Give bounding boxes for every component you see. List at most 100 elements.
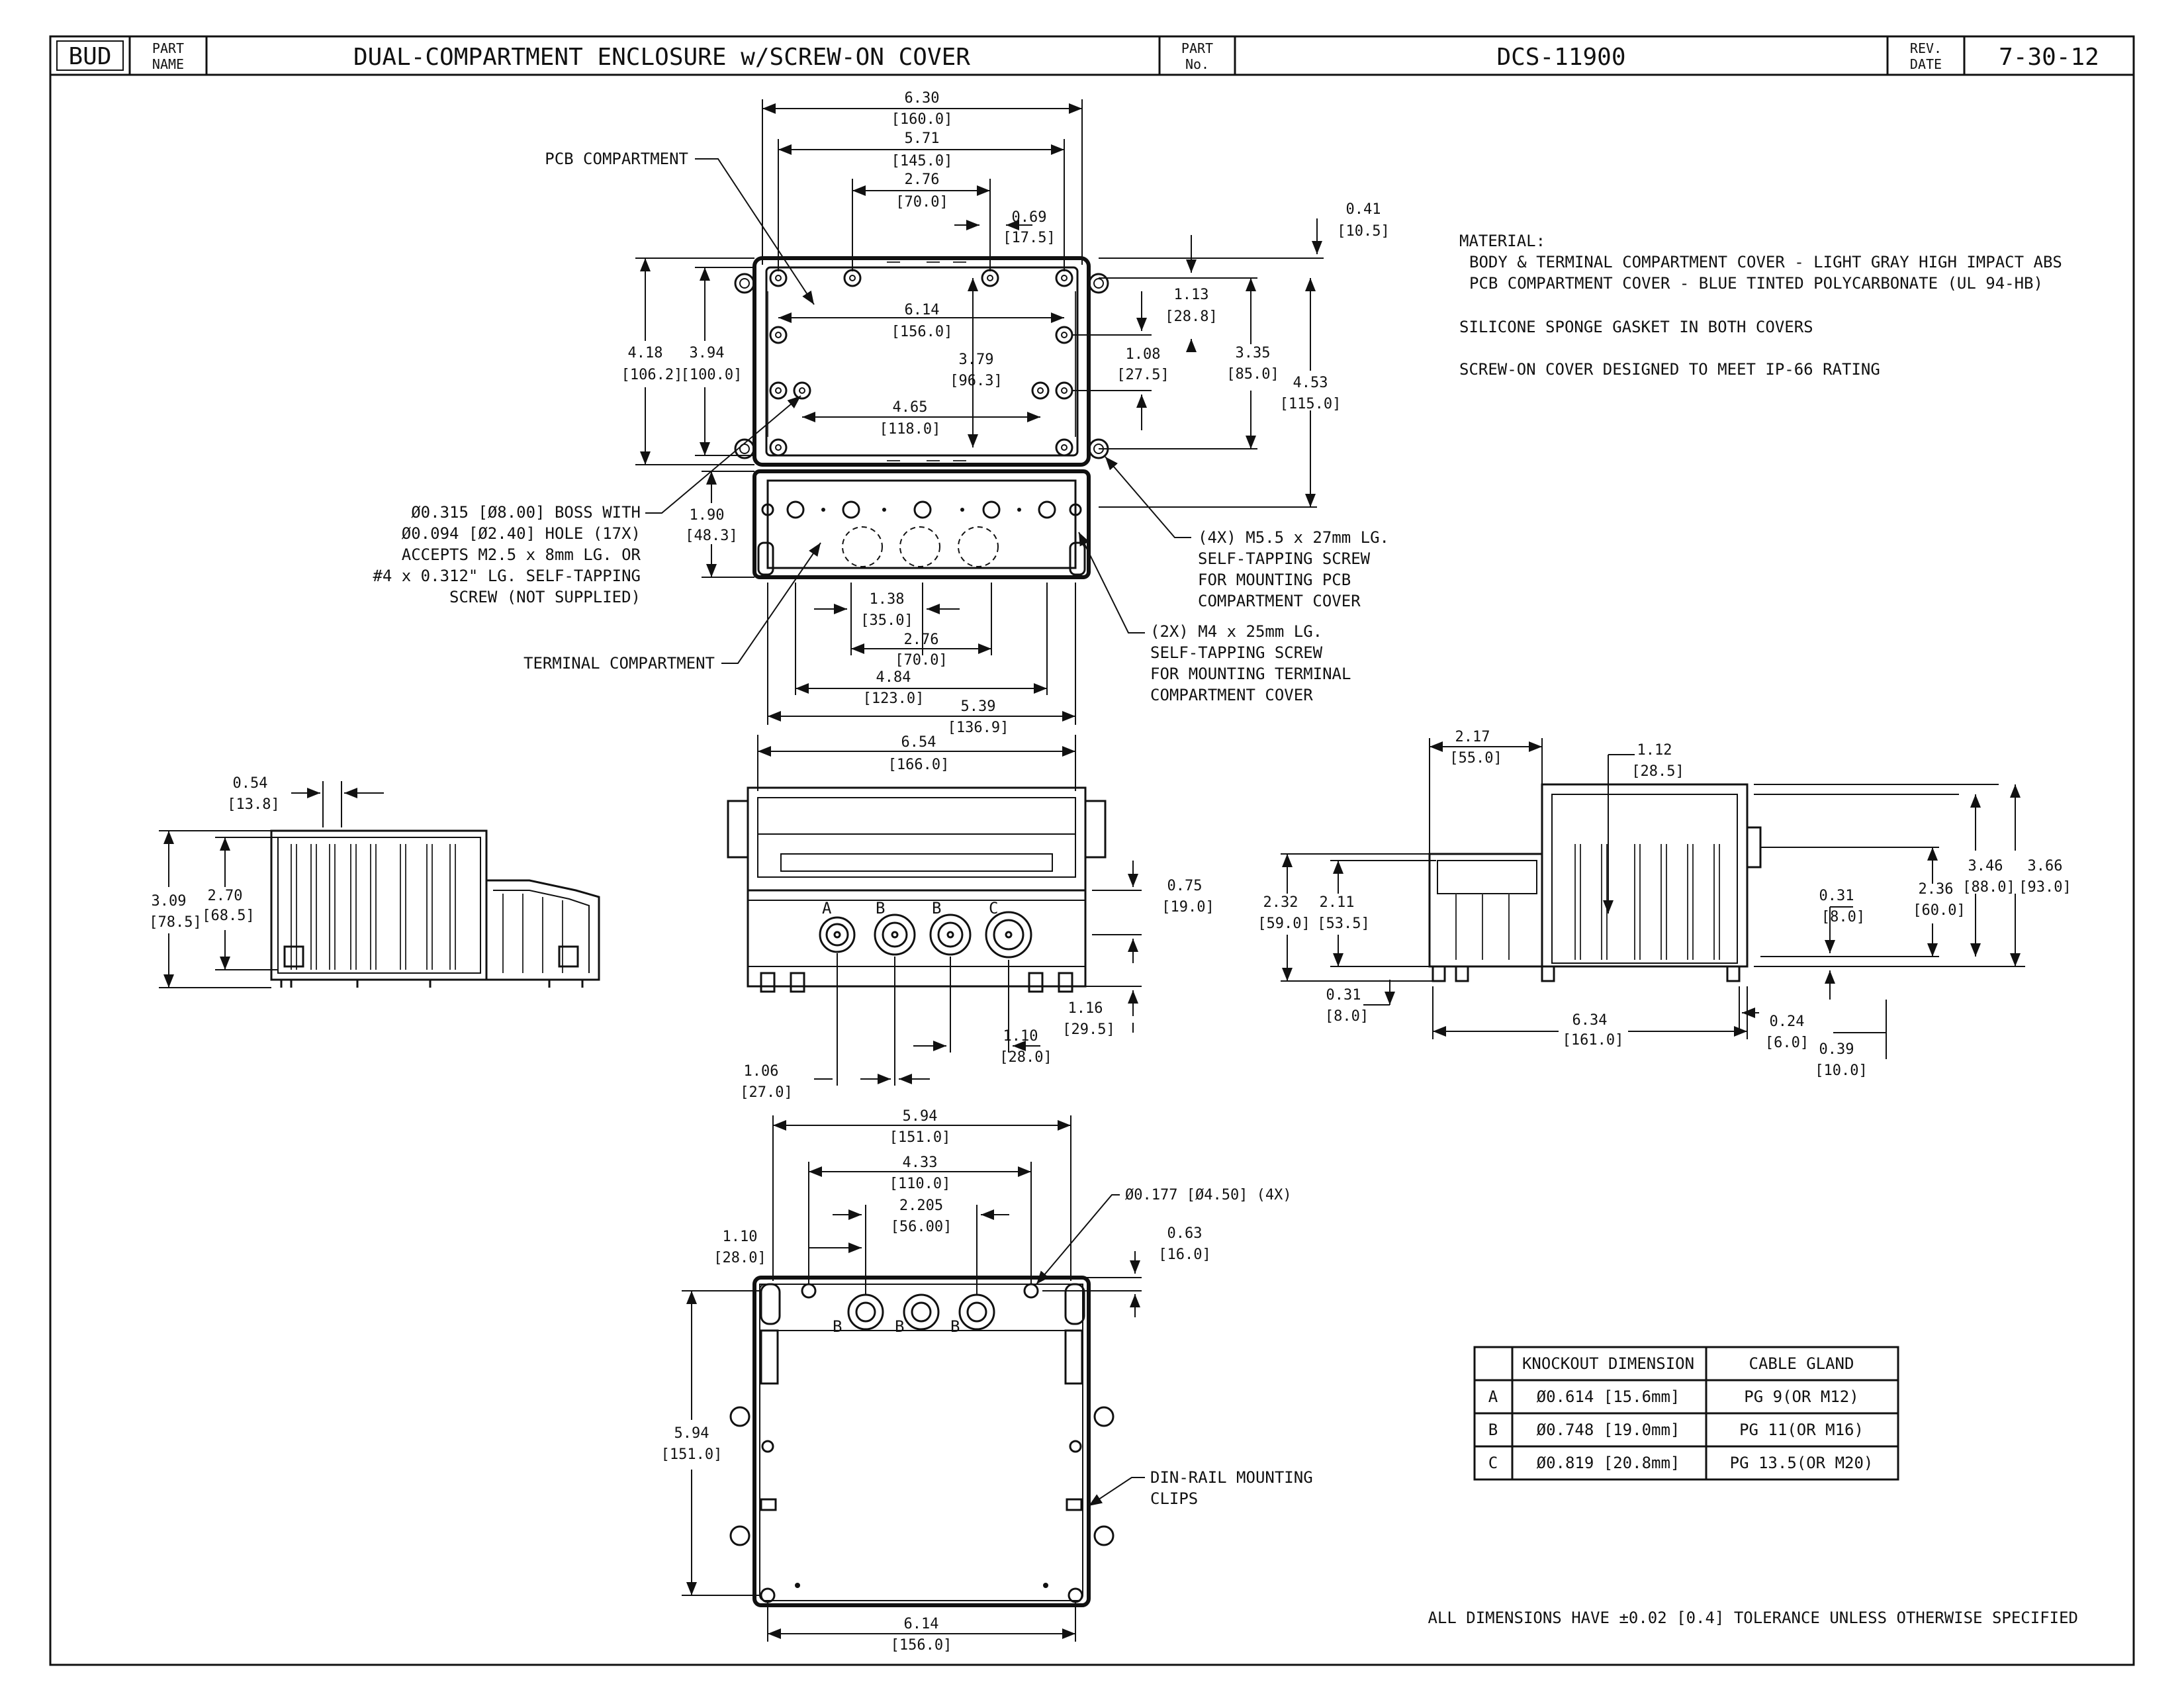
- material-notes: MATERIAL: BODY & TERMINAL COMPARTMENT CO…: [1459, 232, 2062, 379]
- svg-text:#4 x 0.312" LG. SELF-TAPPING: #4 x 0.312" LG. SELF-TAPPING: [373, 567, 641, 585]
- svg-text:[100.0]: [100.0]: [681, 367, 743, 383]
- svg-text:FOR MOUNTING PCB: FOR MOUNTING PCB: [1198, 571, 1351, 589]
- svg-text:[123.0]: [123.0]: [863, 690, 925, 707]
- svg-text:[19.0]: [19.0]: [1161, 899, 1214, 915]
- pcb-compartment-label: PCB COMPARTMENT: [545, 150, 688, 168]
- tolerance-note: ALL DIMENSIONS HAVE ±0.02 [0.4] TOLERANC…: [1428, 1609, 2078, 1627]
- svg-text:2.76: 2.76: [905, 171, 940, 188]
- svg-text:5.39: 5.39: [961, 698, 996, 715]
- svg-text:PCB COMPARTMENT COVER - BLUE T: PCB COMPARTMENT COVER - BLUE TINTED POLY…: [1469, 274, 2043, 293]
- right-side-view: 2.17 [55.0] 1.12 [28.5] 3.66 [93.0] 3.46…: [1257, 729, 2071, 1079]
- svg-text:Ø0.819 [20.8mm]: Ø0.819 [20.8mm]: [1537, 1454, 1680, 1472]
- svg-text:0.41: 0.41: [1346, 201, 1381, 218]
- top-view: 6.30 [160.0] 5.71 [145.0] 2.76 [70.0] 0.…: [373, 90, 1389, 736]
- svg-text:[56.00]: [56.00]: [891, 1219, 952, 1235]
- svg-text:[93.0]: [93.0]: [2019, 879, 2071, 896]
- svg-text:[88.0]: [88.0]: [1962, 879, 2015, 896]
- part-name-label-1: PART: [152, 40, 184, 56]
- svg-text:[6.0]: [6.0]: [1765, 1035, 1809, 1051]
- svg-text:5.71: 5.71: [905, 130, 940, 147]
- table-header-cable-gland: CABLE GLAND: [1749, 1354, 1854, 1373]
- svg-text:[106.2]: [106.2]: [621, 367, 683, 383]
- part-no-label-1: PART: [1181, 40, 1213, 56]
- svg-text:[70.0]: [70.0]: [895, 652, 947, 669]
- svg-text:3.79: 3.79: [959, 352, 994, 368]
- svg-text:3.46: 3.46: [1968, 858, 2003, 874]
- svg-text:PG 13.5(OR M20): PG 13.5(OR M20): [1730, 1454, 1874, 1472]
- svg-text:[27.5]: [27.5]: [1116, 367, 1169, 383]
- svg-text:CLIPS: CLIPS: [1150, 1489, 1198, 1508]
- rev-date: 7-30-12: [1999, 44, 2099, 71]
- svg-text:[156.0]: [156.0]: [891, 324, 953, 340]
- svg-text:[85.0]: [85.0]: [1226, 366, 1279, 383]
- sheet-border: [49, 35, 2135, 1666]
- svg-text:BODY & TERMINAL COMPARTMENT CO: BODY & TERMINAL COMPARTMENT COVER - LIGH…: [1469, 253, 2062, 271]
- svg-text:PG 9(OR M12): PG 9(OR M12): [1744, 1387, 1858, 1406]
- terminal-compartment-label: TERMINAL COMPARTMENT: [523, 654, 715, 673]
- svg-text:B: B: [950, 1317, 960, 1336]
- svg-text:[70.0]: [70.0]: [895, 194, 948, 211]
- svg-text:[145.0]: [145.0]: [891, 153, 953, 169]
- svg-text:2.36: 2.36: [1919, 881, 1954, 898]
- svg-text:5.94: 5.94: [903, 1108, 938, 1125]
- svg-text:(2X) M4 x 25mm LG.: (2X) M4 x 25mm LG.: [1150, 622, 1322, 641]
- svg-text:COMPARTMENT COVER: COMPARTMENT COVER: [1150, 686, 1313, 704]
- svg-text:[60.0]: [60.0]: [1913, 902, 1965, 919]
- svg-text:Ø0.094 [Ø2.40] HOLE (17X): Ø0.094 [Ø2.40] HOLE (17X): [402, 524, 641, 543]
- svg-text:3.66: 3.66: [2028, 858, 2063, 874]
- svg-text:[28.8]: [28.8]: [1165, 308, 1217, 325]
- svg-text:1.06: 1.06: [744, 1063, 779, 1080]
- svg-text:FOR MOUNTING TERMINAL: FOR MOUNTING TERMINAL: [1150, 665, 1351, 683]
- svg-text:B: B: [1488, 1421, 1498, 1439]
- svg-text:[53.5]: [53.5]: [1317, 915, 1369, 932]
- svg-text:B: B: [876, 899, 885, 917]
- svg-text:[8.0]: [8.0]: [1325, 1008, 1369, 1025]
- svg-text:[151.0]: [151.0]: [661, 1446, 723, 1463]
- svg-text:6.14: 6.14: [904, 1616, 939, 1632]
- svg-text:0.39: 0.39: [1819, 1041, 1854, 1058]
- svg-text:SELF-TAPPING SCREW: SELF-TAPPING SCREW: [1150, 643, 1323, 662]
- svg-text:6.34: 6.34: [1572, 1012, 1608, 1029]
- svg-text:[28.5]: [28.5]: [1631, 763, 1684, 780]
- svg-text:(4X) M5.5 x 27mm LG.: (4X) M5.5 x 27mm LG.: [1198, 528, 1389, 547]
- svg-text:1.38: 1.38: [870, 591, 905, 608]
- svg-text:2.32: 2.32: [1263, 894, 1298, 911]
- svg-text:[16.0]: [16.0]: [1158, 1246, 1210, 1263]
- svg-text:[13.8]: [13.8]: [227, 796, 279, 813]
- svg-text:[118.0]: [118.0]: [880, 421, 941, 438]
- svg-text:[17.5]: [17.5]: [1003, 230, 1055, 246]
- svg-text:[29.5]: [29.5]: [1062, 1021, 1115, 1038]
- svg-text:2.11: 2.11: [1320, 894, 1355, 911]
- svg-text:6.14: 6.14: [905, 302, 940, 318]
- rev-label-2: DATE: [1910, 56, 1942, 72]
- svg-text:Ø0.177 [Ø4.50] (4X): Ø0.177 [Ø4.50] (4X): [1125, 1187, 1292, 1203]
- svg-text:4.33: 4.33: [903, 1154, 938, 1171]
- svg-text:1.16: 1.16: [1068, 1000, 1103, 1017]
- svg-text:C: C: [989, 899, 998, 917]
- svg-text:C: C: [1488, 1454, 1498, 1472]
- front-view: A B B C 6.54 [166.0] 0.75 [19.0] 1.16 [2…: [727, 734, 1214, 1101]
- svg-text:4.53: 4.53: [1293, 375, 1328, 391]
- terminal-compartment-outline: [752, 469, 1091, 579]
- part-name-label-2: NAME: [152, 56, 184, 72]
- svg-text:[10.5]: [10.5]: [1337, 223, 1389, 240]
- svg-text:4.84: 4.84: [876, 669, 911, 686]
- svg-text:0.75: 0.75: [1167, 878, 1203, 894]
- svg-text:[161.0]: [161.0]: [1563, 1032, 1624, 1049]
- svg-text:ACCEPTS M2.5 x 8mm LG. OR: ACCEPTS M2.5 x 8mm LG. OR: [402, 545, 641, 564]
- table-header-knockout: KNOCKOUT DIMENSION: [1522, 1354, 1694, 1373]
- svg-text:SCREW (NOT SUPPLIED): SCREW (NOT SUPPLIED): [449, 588, 641, 606]
- svg-text:0.63: 0.63: [1167, 1225, 1203, 1242]
- svg-text:2.17: 2.17: [1455, 729, 1490, 745]
- svg-text:[48.3]: [48.3]: [685, 528, 737, 544]
- svg-text:B: B: [932, 899, 941, 917]
- svg-text:Ø0.748 [19.0mm]: Ø0.748 [19.0mm]: [1537, 1421, 1680, 1439]
- svg-text:B: B: [833, 1317, 842, 1336]
- svg-text:[110.0]: [110.0]: [889, 1176, 951, 1192]
- svg-text:1.08: 1.08: [1126, 346, 1161, 363]
- svg-text:[55.0]: [55.0]: [1449, 750, 1502, 767]
- svg-text:[78.5]: [78.5]: [149, 914, 201, 931]
- svg-text:[151.0]: [151.0]: [889, 1129, 951, 1146]
- svg-text:2.70: 2.70: [208, 888, 243, 904]
